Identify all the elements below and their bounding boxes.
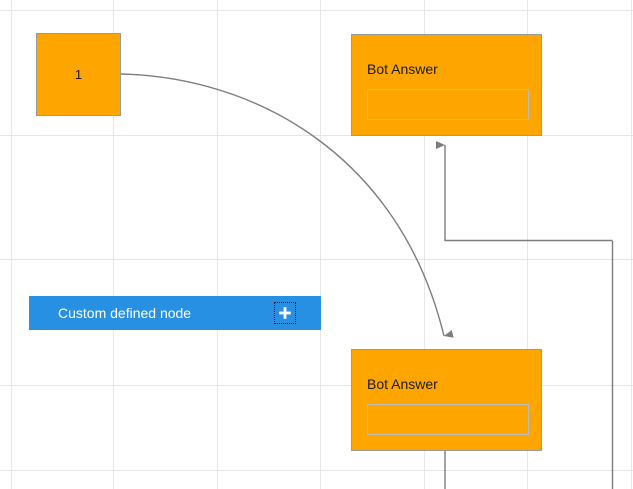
grid-line-vertical [217, 0, 218, 489]
grid-line-horizontal [0, 385, 633, 386]
custom-defined-node-button[interactable]: Custom defined node [29, 296, 321, 330]
node-bot-answer-2-slot[interactable] [367, 404, 529, 435]
grid-line-vertical [320, 0, 321, 489]
node-bot-answer-2[interactable]: Bot Answer [351, 349, 542, 451]
plus-icon[interactable] [274, 302, 296, 324]
node-bot-answer-1-slot[interactable] [367, 89, 529, 120]
grid-line-vertical [11, 0, 12, 489]
grid-line-vertical [527, 0, 528, 489]
node-bot-answer-1[interactable]: Bot Answer [351, 34, 542, 136]
grid-line-horizontal [0, 259, 633, 260]
node-bot-answer-1-title: Bot Answer [367, 61, 438, 77]
grid-line-horizontal [0, 10, 633, 11]
node-bot-answer-2-title: Bot Answer [367, 376, 438, 392]
node-start[interactable]: 1 [36, 33, 121, 116]
grid-line-horizontal [0, 470, 633, 471]
grid-line-vertical [113, 0, 114, 489]
grid-line-vertical [631, 0, 632, 489]
node-start-label: 1 [74, 67, 83, 82]
custom-defined-node-label: Custom defined node [58, 305, 192, 321]
